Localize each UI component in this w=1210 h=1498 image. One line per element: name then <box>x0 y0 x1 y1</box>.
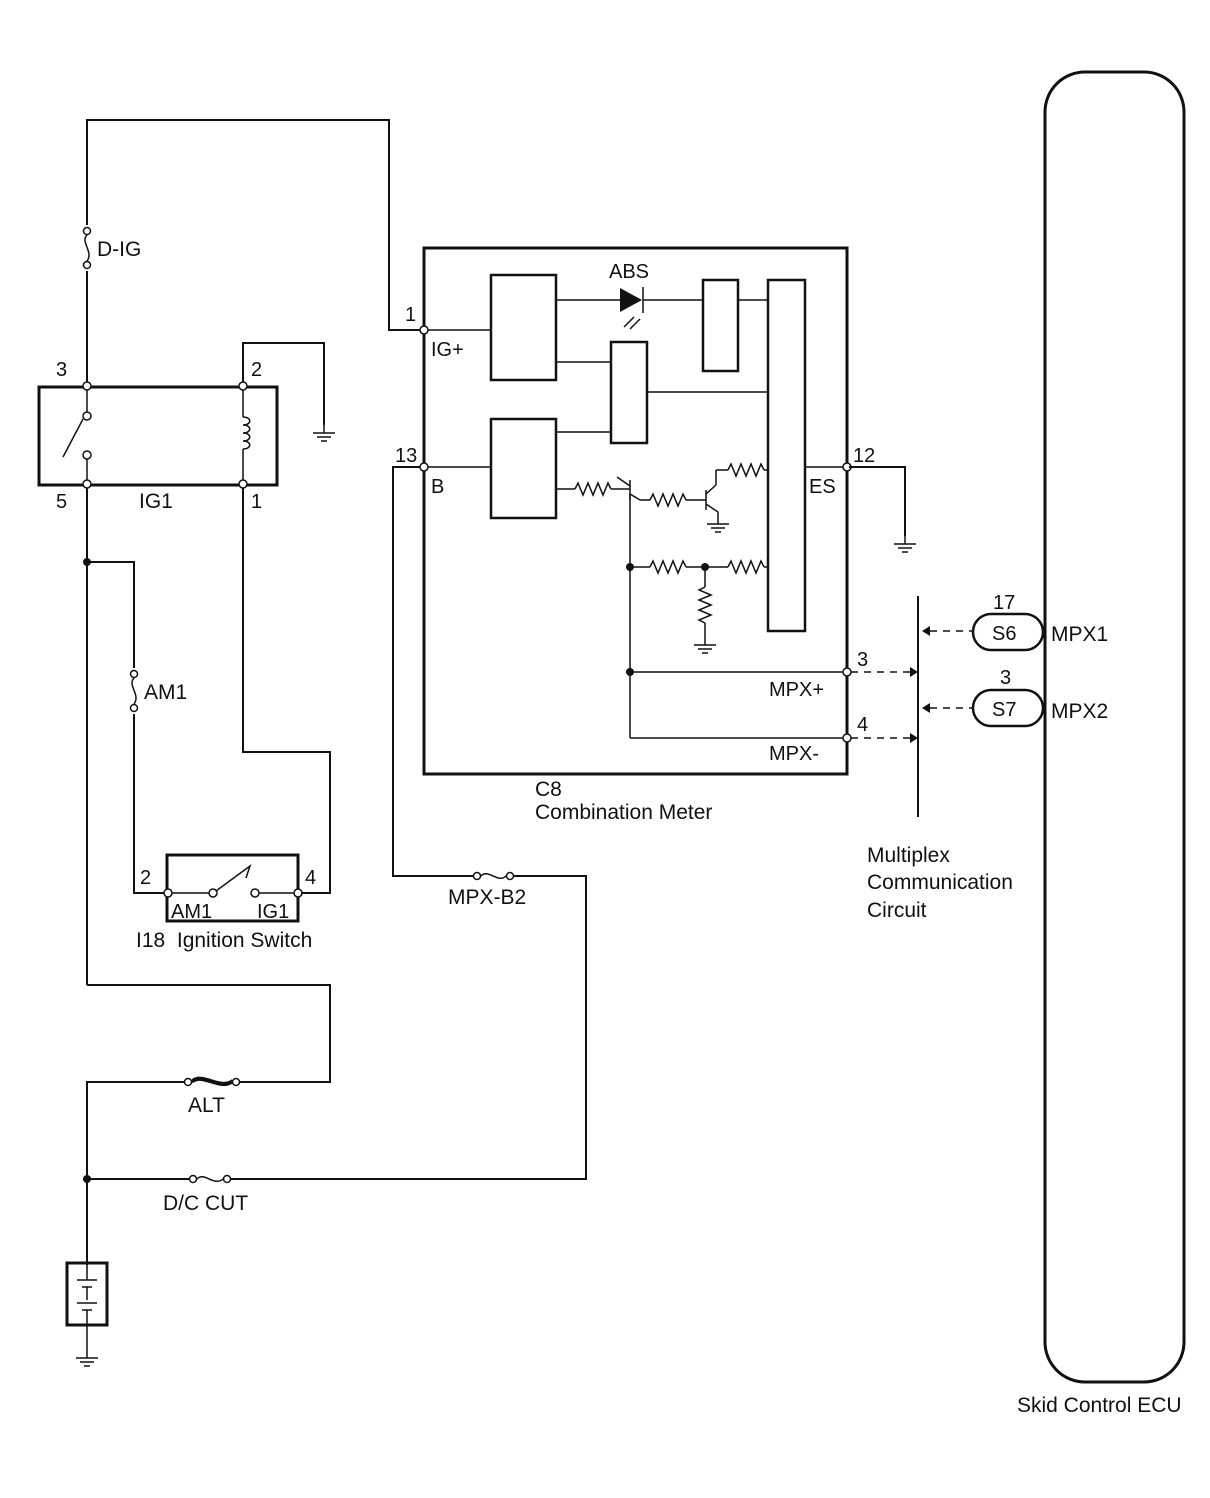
fuse-mpx-b2-icon <box>472 871 515 881</box>
meter-pin-mpx-minus: 4 <box>857 714 868 736</box>
ecu-name: Skid Control ECU <box>1017 1394 1182 1417</box>
relay-pin-5: 5 <box>56 491 67 513</box>
switch-pin-2: 2 <box>140 867 151 889</box>
fuse-alt-label: ALT <box>188 1094 225 1117</box>
meter-indicator-abs: ABS <box>609 261 649 283</box>
meter-terminal-b: B <box>431 476 444 498</box>
ecu-pin-s7: 3 <box>1000 667 1011 689</box>
fuse-mpx-b2-label: MPX-B2 <box>448 886 526 909</box>
relay-pin-2: 2 <box>251 359 262 381</box>
skid-control-ecu <box>971 70 1186 1384</box>
ignition-switch-label: I18 Ignition Switch <box>136 929 312 952</box>
ecu-connector-s6: S6 <box>992 623 1016 645</box>
ignition-switch <box>163 853 303 923</box>
multiplex-label-1: Multiplex <box>867 844 950 867</box>
ig1-relay <box>37 381 279 489</box>
relay-pin-3: 3 <box>56 359 67 381</box>
multiplex-bus <box>851 596 972 817</box>
fuse-alt-icon <box>183 1076 241 1087</box>
switch-terminal-am1: AM1 <box>171 901 212 923</box>
meter-terminal-mpx-minus: MPX- <box>769 743 819 765</box>
fuse-d-ig-label: D-IG <box>97 238 141 261</box>
fuse-am1-icon <box>127 668 141 714</box>
meter-pin-ig-plus: 1 <box>405 304 416 326</box>
ecu-terminal-mpx2: MPX2 <box>1051 700 1108 723</box>
ecu-pin-s6: 17 <box>993 592 1015 614</box>
ecu-connector-s7: S7 <box>992 699 1016 721</box>
multiplex-label-3: Circuit <box>867 899 927 922</box>
meter-name: Combination Meter <box>535 801 712 824</box>
relay-pin-1: 1 <box>251 491 262 513</box>
switch-terminal-ig1: IG1 <box>257 901 289 923</box>
meter-code: C8 <box>535 778 562 801</box>
fuse-dc-cut-label: D/C CUT <box>163 1192 248 1215</box>
switch-pin-4: 4 <box>305 867 316 889</box>
left-main-wiring <box>65 119 587 1367</box>
ecu-terminal-mpx1: MPX1 <box>1051 623 1108 646</box>
meter-pin-mpx-plus: 3 <box>857 649 868 671</box>
fuse-dc-cut-icon <box>188 1174 232 1184</box>
multiplex-label-2: Communication <box>867 871 1013 894</box>
meter-pin-b: 13 <box>395 445 417 467</box>
meter-pin-es: 12 <box>853 445 875 467</box>
meter-terminal-mpx-plus: MPX+ <box>769 679 824 701</box>
meter-terminal-es: ES <box>809 476 836 498</box>
meter-terminal-ig-plus: IG+ <box>431 339 464 361</box>
combination-meter <box>419 246 852 776</box>
fuse-d-ig-icon <box>80 225 94 271</box>
relay-name: IG1 <box>139 490 173 513</box>
fuse-am1-label: AM1 <box>144 681 187 704</box>
